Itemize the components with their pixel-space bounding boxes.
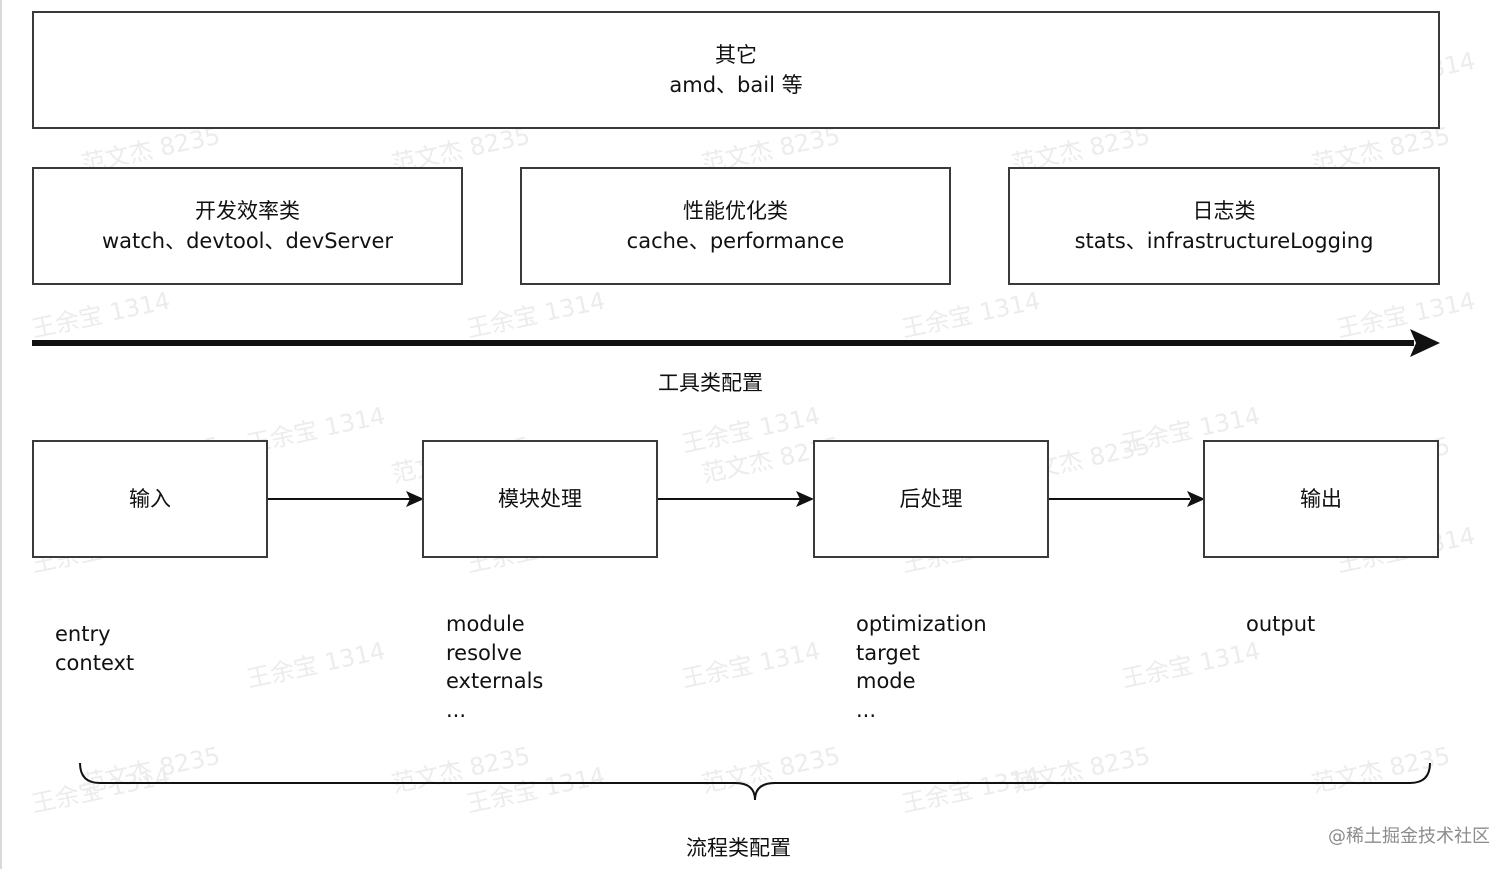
stage-options-input: entry context [55, 620, 134, 677]
box-dev-efficiency-title: 开发效率类 [195, 199, 300, 223]
stage-options-module: module resolve externals ... [446, 610, 543, 724]
tool-config-axis-label: 工具类配置 [658, 371, 763, 395]
stage-title: 模块处理 [498, 487, 582, 511]
option-item: target [856, 640, 920, 665]
stage-title: 输出 [1300, 487, 1342, 511]
box-performance-items: cache、performance [626, 229, 845, 253]
box-logging: 日志类 stats、infrastructureLogging [1008, 167, 1440, 285]
box-dev-efficiency: 开发效率类 watch、devtool、devServer [32, 167, 463, 285]
option-item: mode [856, 669, 916, 693]
stage-title: 后处理 [899, 487, 963, 511]
option-item: externals [446, 669, 544, 693]
stage-options-output: output [1246, 610, 1315, 639]
box-dev-efficiency-items: watch、devtool、devServer [101, 229, 394, 253]
option-item: module [446, 612, 525, 636]
option-item: optimization [856, 612, 987, 636]
option-item: entry [55, 622, 111, 646]
option-item: output [1246, 612, 1316, 636]
box-logging-title: 日志类 [1192, 199, 1256, 223]
box-other: 其它 amd、bail 等 [32, 11, 1440, 129]
option-item: ... [446, 697, 467, 722]
option-item: ... [856, 697, 877, 722]
stage-box-input: 输入 [32, 440, 268, 558]
flow-arrowhead [406, 491, 424, 507]
stage-box-post: 后处理 [813, 440, 1049, 558]
flow-config-brace [79, 762, 1431, 801]
left-edge-rule [0, 0, 2, 869]
box-performance: 性能优化类 cache、performance [520, 167, 951, 285]
option-item: resolve [446, 640, 523, 665]
stage-options-post: optimization target mode ... [856, 610, 987, 724]
source-credit: @稀土掘金技术社区 [1328, 826, 1490, 847]
stage-box-module: 模块处理 [422, 440, 658, 558]
box-other-items: amd、bail 等 [669, 73, 803, 97]
stage-box-output: 输出 [1203, 440, 1439, 558]
box-logging-items: stats、infrastructureLogging [1074, 229, 1374, 253]
stage-title: 输入 [129, 487, 171, 511]
flow-arrowhead [796, 491, 814, 507]
box-performance-title: 性能优化类 [683, 199, 788, 223]
tool-config-axis-arrowhead [1410, 329, 1440, 357]
flow-config-brace-label: 流程类配置 [686, 836, 791, 860]
option-item: context [55, 650, 135, 675]
box-other-title: 其它 [715, 43, 757, 67]
flow-arrowhead [1187, 491, 1205, 507]
